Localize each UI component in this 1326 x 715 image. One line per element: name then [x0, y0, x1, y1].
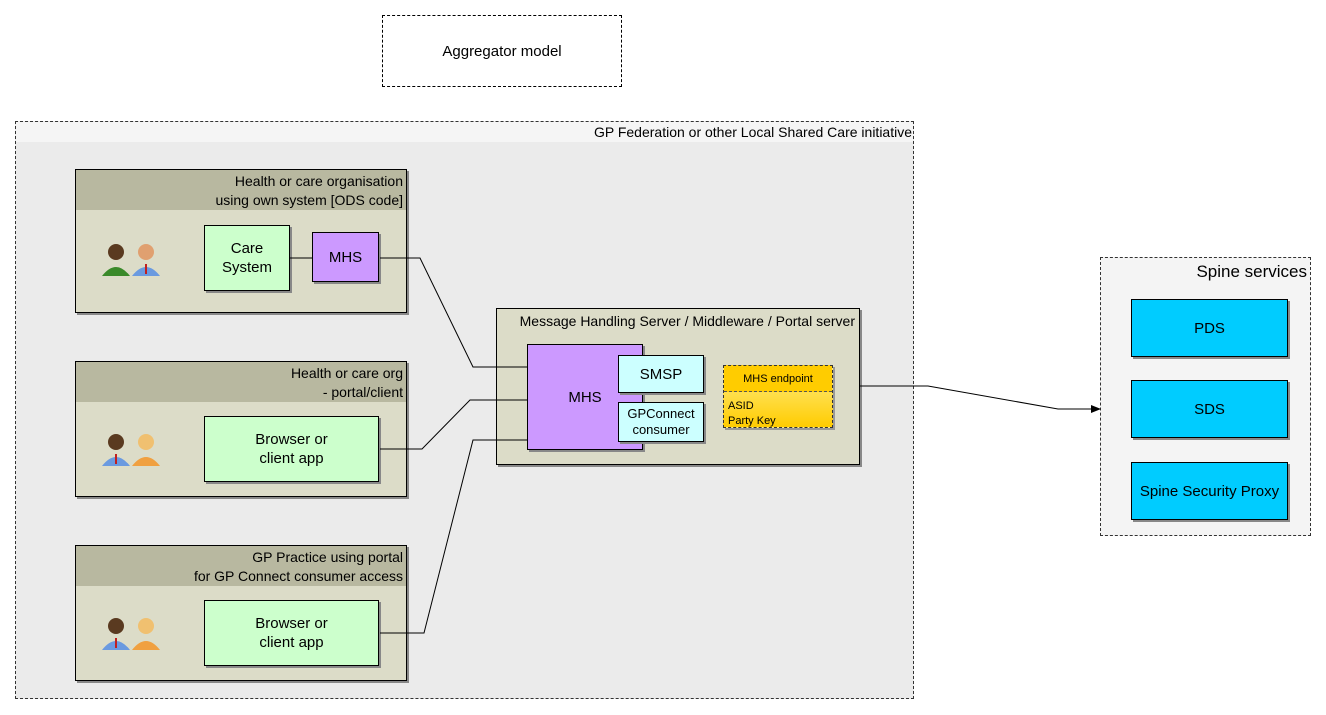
- org-gp-practice-label: GP Practice using portal for GP Connect …: [194, 548, 403, 586]
- org-own-system-header: [76, 170, 406, 210]
- org-portal-client-header: [76, 362, 406, 402]
- care-system-line1: Care: [230, 240, 264, 257]
- org-gp-practice-label-line2: for GP Connect consumer access: [193, 568, 403, 584]
- org-gp-practice-label-line1: GP Practice using portal: [252, 549, 403, 565]
- gpconnect-consumer-box: GPConnect consumer: [618, 402, 704, 442]
- gpconnect-line1: GPConnect: [627, 406, 695, 421]
- org-own-system-label-line2: using own system [ODS code]: [215, 192, 403, 208]
- spine-security-proxy-box: Spine Security Proxy: [1131, 462, 1288, 520]
- browser-app-2-line1: Browser or: [255, 615, 328, 632]
- people-icon: [102, 244, 160, 276]
- federation-label: GP Federation or other Local Shared Care…: [593, 124, 912, 140]
- people-icon: [102, 434, 160, 466]
- mhs-endpoint: MHS endpoint ASID Party Key: [723, 365, 833, 428]
- mhs-endpoint-title: MHS endpoint: [724, 366, 832, 392]
- sds-box: SDS: [1131, 380, 1288, 438]
- care-system-line2: System: [221, 259, 272, 276]
- browser-app-1-line2: client app: [259, 450, 324, 467]
- care-system-box: Care System: [204, 225, 290, 291]
- org-portal-client-label-line2: - portal/client: [322, 384, 403, 400]
- org-gp-practice-header: [76, 546, 406, 586]
- smsp-box: SMSP: [618, 355, 704, 393]
- browser-app-2-line2: client app: [259, 634, 324, 651]
- pds-box: PDS: [1131, 299, 1288, 357]
- browser-app-1-line1: Browser or: [255, 431, 328, 448]
- browser-app-box-2: Browser or client app: [204, 600, 379, 666]
- federation-header: [16, 122, 913, 142]
- endpoint-party-key: Party Key: [728, 415, 776, 427]
- spine-services-label: Spine services: [1196, 262, 1307, 281]
- diagram-title: Aggregator model: [382, 15, 622, 87]
- org-portal-client-label-line1: Health or care org: [290, 365, 403, 381]
- gpconnect-line2: consumer: [632, 422, 690, 437]
- browser-app-box-1: Browser or client app: [204, 416, 379, 482]
- org-portal-client-label: Health or care org - portal/client: [291, 364, 403, 402]
- mhs-endpoint-details: ASID Party Key: [728, 399, 776, 429]
- people-icon: [102, 618, 160, 650]
- endpoint-asid: ASID: [728, 400, 754, 412]
- middleware-label: Message Handling Server / Middleware / P…: [519, 313, 855, 329]
- org-own-system-label: Health or care organisation using own sy…: [215, 172, 403, 210]
- org-mhs-box: MHS: [312, 232, 379, 282]
- org-own-system-label-line1: Health or care organisation: [234, 173, 403, 189]
